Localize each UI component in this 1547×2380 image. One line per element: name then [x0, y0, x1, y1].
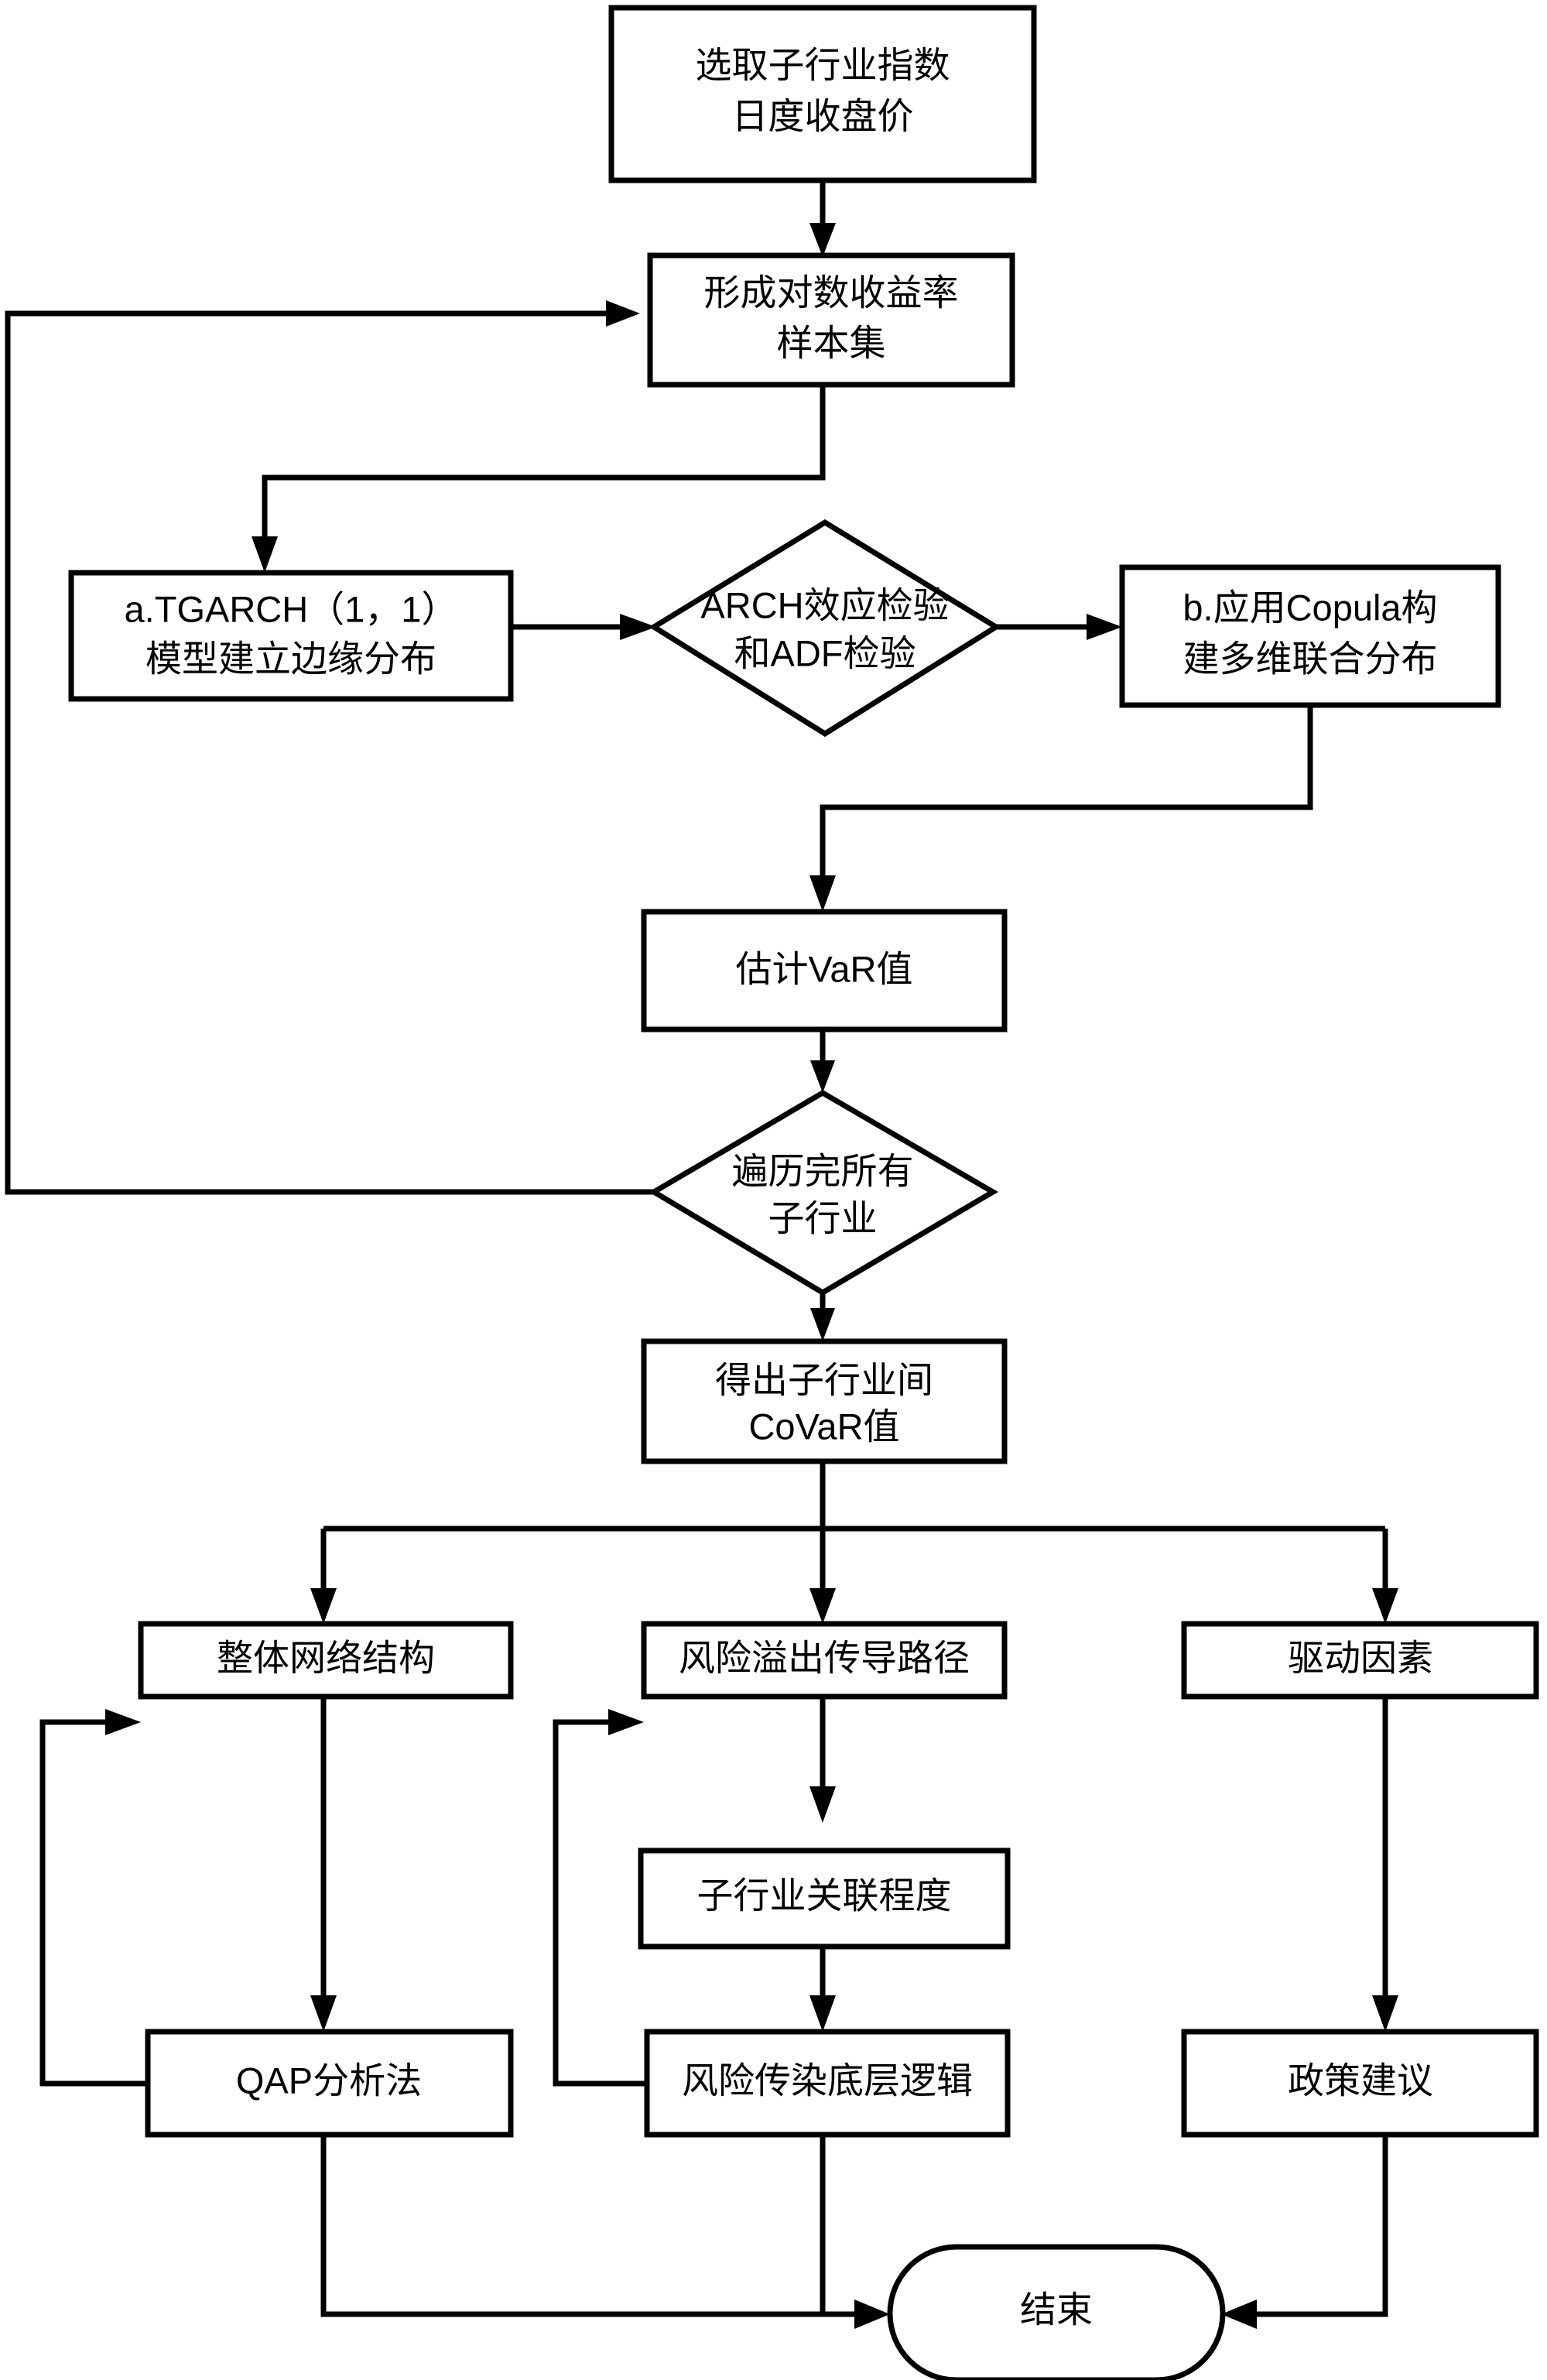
edge-covar-to-three-branches [310, 1461, 1398, 1624]
node-tgarch-line1: a.TGARCH（1，1） [125, 588, 458, 629]
node-policy-advice-line1: 政策建议 [1288, 2060, 1433, 2101]
node-contagion-logic[interactable]: 风险传染底层逻辑 [644, 2029, 1011, 2138]
node-covar-result-line2: CoVaR值 [748, 1406, 899, 1447]
node-estimate-var-line1: 估计VaR值 [736, 948, 913, 989]
node-driving-factors[interactable]: 驱动因素 [1181, 1621, 1539, 1700]
edge-tgarch-to-test [511, 614, 656, 640]
node-arch-adf-test-line1: ARCH效应检验 [700, 584, 949, 625]
edge-driving-to-policy [1372, 1697, 1398, 2032]
edge-qap-to-end [320, 2135, 890, 2329]
node-end[interactable]: 结束 [887, 2244, 1226, 2380]
node-arch-adf-test-line2: 和ADF检验 [734, 632, 916, 673]
node-copula-line1: b.应用Copula构 [1182, 587, 1437, 628]
edge-correlation-to-contagion [809, 1947, 836, 2032]
node-network-structure-line1: 整体网络结构 [217, 1637, 435, 1678]
node-network-structure[interactable]: 整体网络结构 [138, 1621, 514, 1700]
node-log-return-sample-line2: 样本集 [777, 322, 886, 363]
node-covar-result-line1: 得出子行业间 [715, 1359, 933, 1400]
edge-sample-to-tgarch [252, 385, 826, 573]
node-log-return-sample-line1: 形成对数收益率 [704, 272, 959, 313]
edge-test-to-copula [996, 614, 1122, 640]
node-start-source-line2: 日度收盘价 [732, 95, 914, 136]
node-driving-factors-line1: 驱动因素 [1288, 1637, 1433, 1678]
node-covar-result[interactable]: 得出子行业间 CoVaR值 [641, 1338, 1008, 1464]
edge-traverse-loop-back-to-sample [5, 300, 654, 1195]
node-arch-adf-test[interactable]: ARCH效应检验 和ADF检验 [649, 519, 1001, 738]
edge-traverse-to-covar [810, 1293, 835, 1341]
node-estimate-var[interactable]: 估计VaR值 [641, 909, 1008, 1032]
node-spillover-path-line1: 风险溢出传导路径 [679, 1637, 970, 1678]
node-qap-method-line1: QAP分析法 [236, 2060, 422, 2101]
node-industry-correlation-line1: 子行业关联程度 [697, 1875, 952, 1916]
node-start-source[interactable]: 选取子行业指数 日度收盘价 [608, 5, 1037, 183]
edge-var-to-traverse [810, 1029, 835, 1093]
edge-source-to-sample [809, 180, 836, 257]
node-traverse-all[interactable]: 遍历完所有 子行业 [649, 1089, 998, 1296]
node-policy-advice[interactable]: 政策建议 [1181, 2029, 1539, 2138]
node-tgarch-line2: 模型建立边缘分布 [145, 638, 436, 679]
node-end-line1: 结束 [1020, 2289, 1093, 2330]
node-qap-method[interactable]: QAP分析法 [145, 2029, 514, 2138]
node-copula[interactable]: b.应用Copula构 建多维联合分布 [1119, 564, 1501, 708]
node-traverse-all-line2: 子行业 [768, 1197, 878, 1238]
node-industry-correlation[interactable]: 子行业关联程度 [638, 1847, 1011, 1950]
node-contagion-logic-line1: 风险传染底层逻辑 [682, 2060, 973, 2101]
edge-copula-to-var [809, 705, 1313, 912]
node-copula-line2: 建多维联合分布 [1183, 638, 1438, 679]
edge-policy-to-end [1221, 2135, 1388, 2329]
node-tgarch[interactable]: a.TGARCH（1，1） 模型建立边缘分布 [68, 570, 514, 702]
node-spillover-path[interactable]: 风险溢出传导路径 [641, 1621, 1008, 1700]
edge-network-to-qap [310, 1697, 337, 2032]
node-start-source-line1: 选取子行业指数 [696, 44, 950, 85]
node-traverse-all-line1: 遍历完所有 [732, 1150, 914, 1191]
node-log-return-sample[interactable]: 形成对数收益率 样本集 [647, 252, 1015, 388]
edge-qap-loop-back-to-network [39, 1709, 148, 2087]
edge-contagion-loop-back-to-spillover [553, 1709, 647, 2087]
edge-spillover-to-correlation [809, 1697, 836, 1823]
